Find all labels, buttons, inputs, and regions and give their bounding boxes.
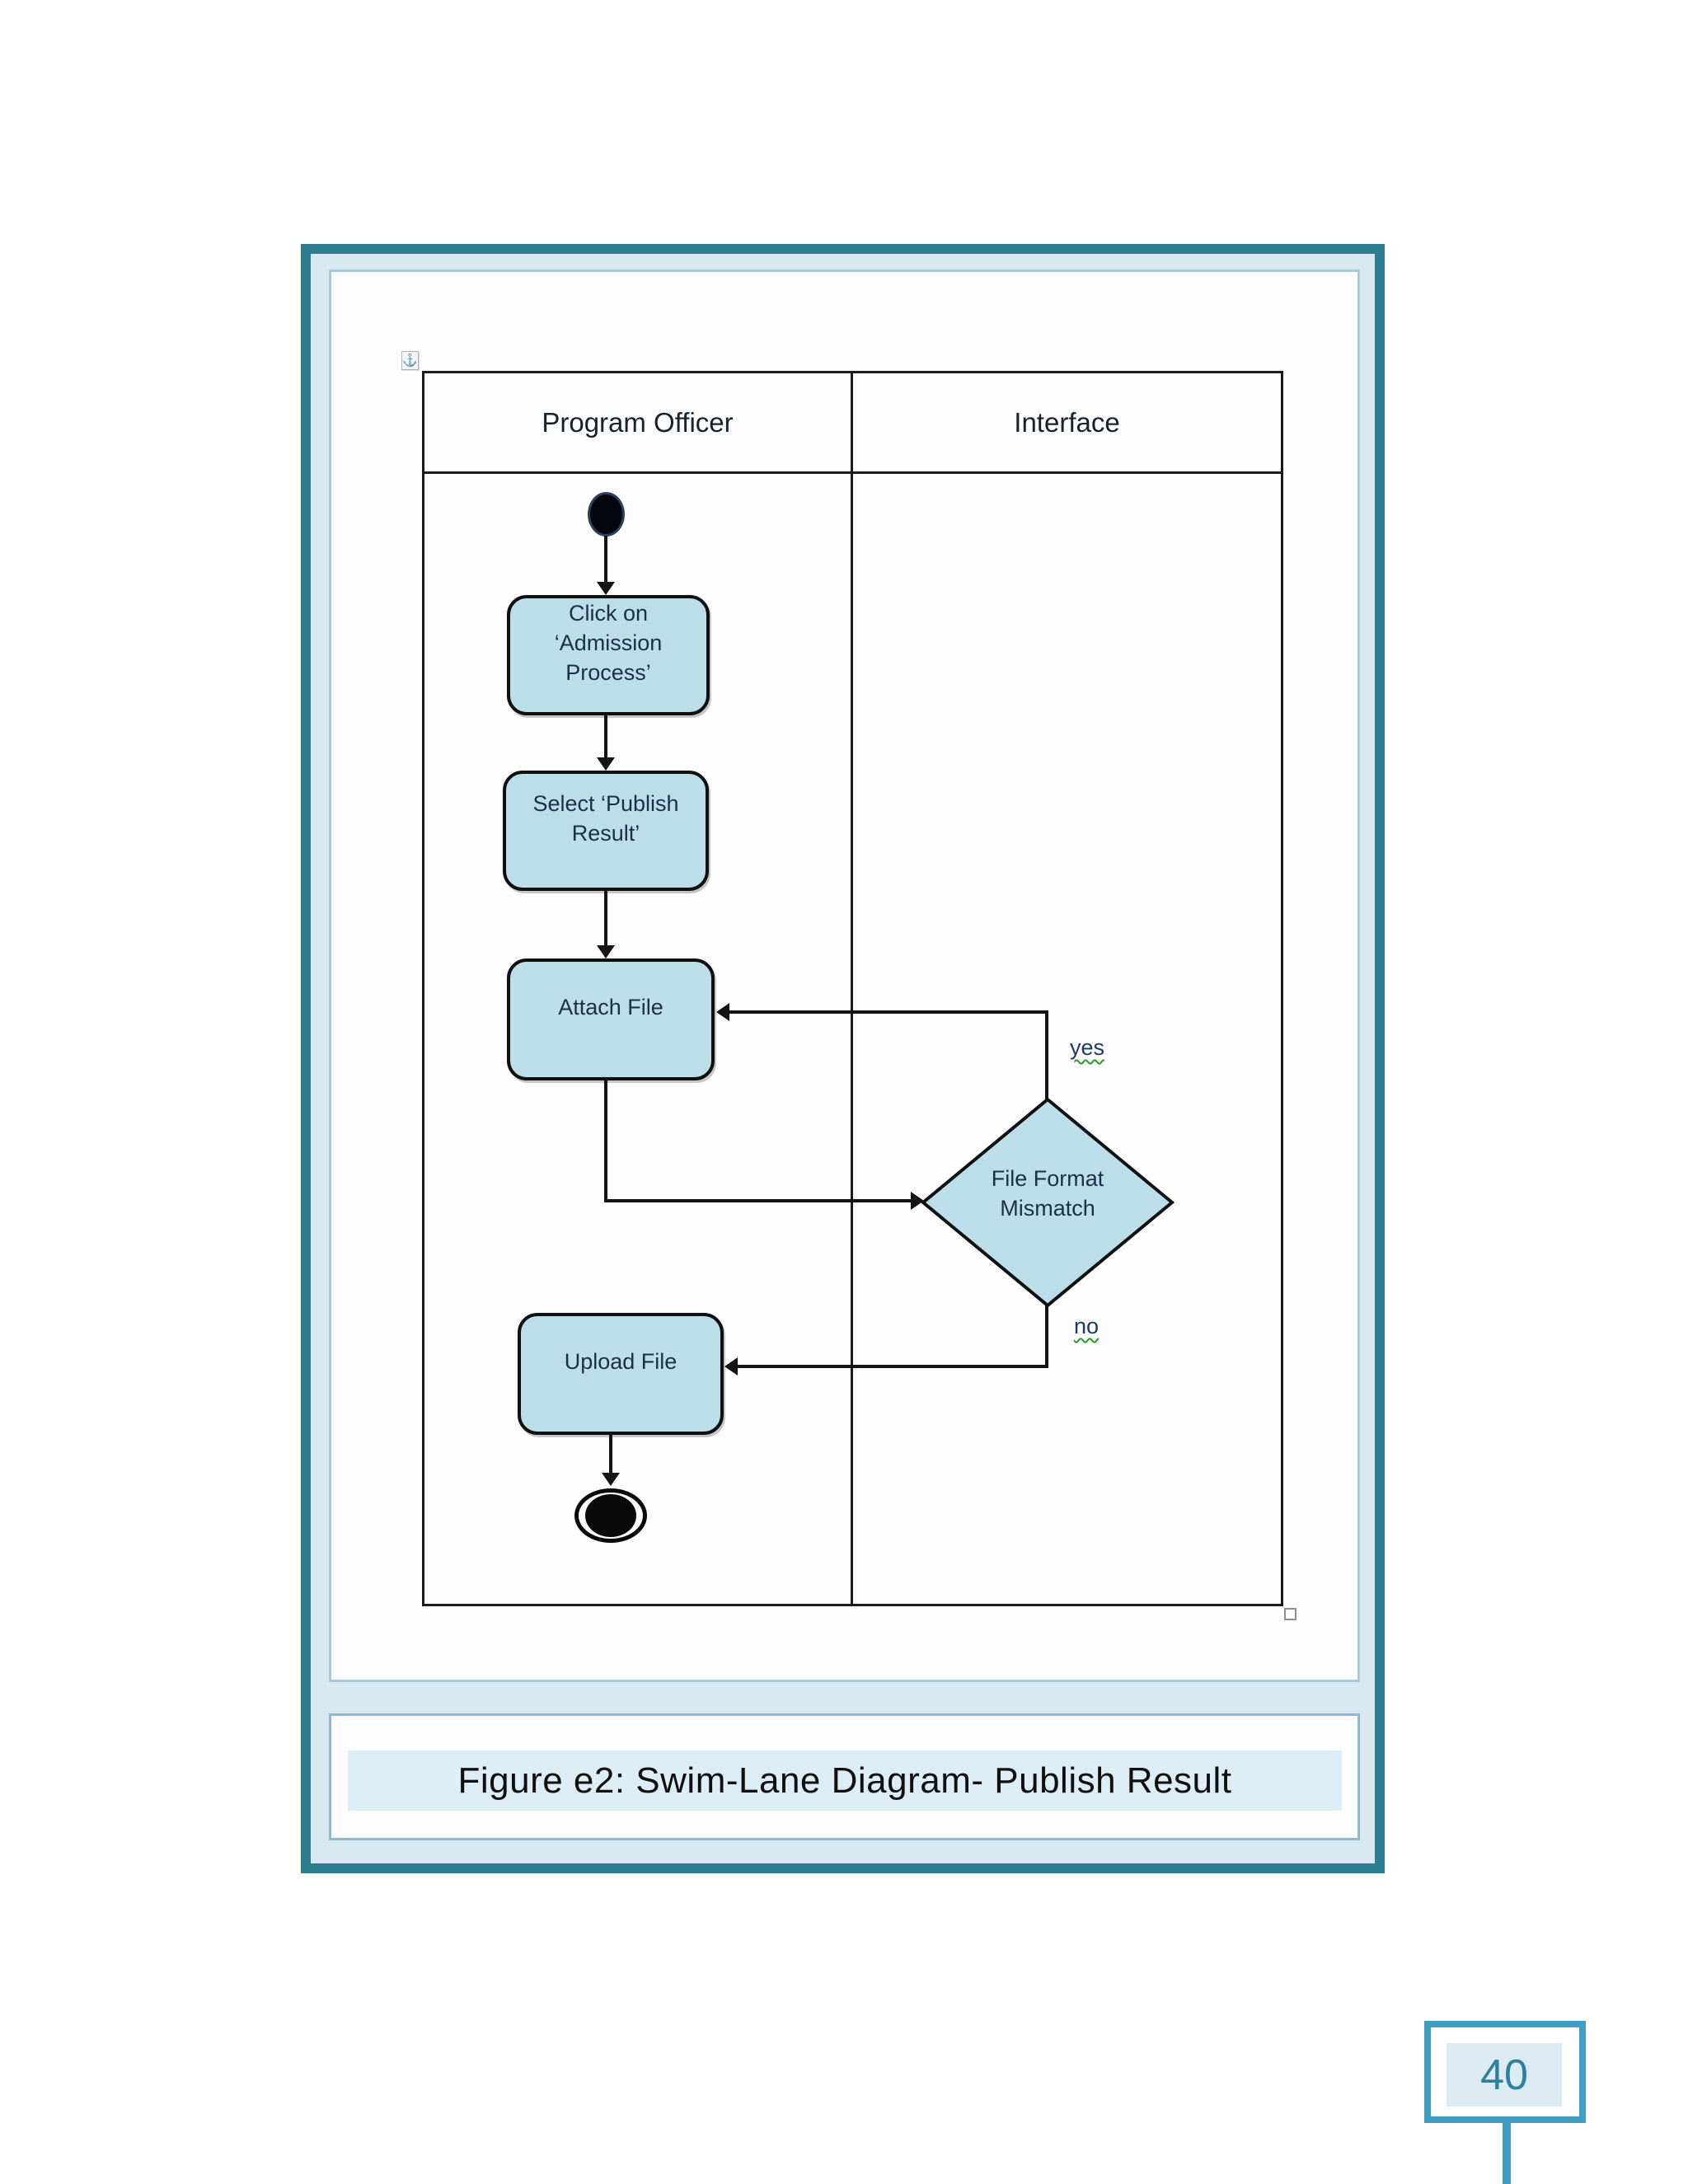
arrowhead-down-icon [597, 582, 615, 595]
page-number-badge: 40 [1447, 2043, 1562, 2107]
arrowhead-down-icon [597, 757, 615, 771]
activity-label: Attach File [558, 995, 663, 1019]
edge-yes-vertical [1045, 1013, 1048, 1101]
swimlane-table: Program Officer Interface [422, 371, 1283, 1606]
activity-upload-file: Upload File [518, 1313, 724, 1435]
arrowhead-right-icon [911, 1192, 924, 1210]
activity-click-admission-process: Click on ‘Admission Process’ [507, 595, 710, 715]
anchor-glyph: ⚓ [402, 354, 418, 368]
edge-label-yes: yes [1070, 1035, 1105, 1060]
lane-header-program-officer: Program Officer [424, 373, 851, 471]
edge-no-vertical [1045, 1304, 1048, 1368]
decision-file-format-mismatch: File Format Mismatch [991, 1166, 1104, 1221]
edge-no-horizontal [738, 1365, 1048, 1368]
arrowhead-down-icon [597, 945, 615, 958]
initial-node [588, 492, 625, 537]
edge-start-step1 [604, 536, 607, 583]
activity-select-publish-result: Select ‘Publish Result’ [503, 771, 709, 891]
lane-label: Program Officer [542, 406, 734, 438]
page-number-tail [1503, 2123, 1511, 2184]
edge-step4-end [609, 1435, 612, 1474]
arrowhead-down-icon [602, 1473, 620, 1486]
lane-header-interface: Interface [853, 373, 1281, 471]
diagram-panel [329, 269, 1360, 1682]
edge-yes-horizontal [729, 1010, 1048, 1014]
edge-step3-decision-vertical [604, 1080, 607, 1202]
activity-attach-file: Attach File [507, 958, 715, 1080]
edge-step1-step2 [604, 715, 607, 759]
activity-label: Select ‘Publish Result’ [532, 791, 679, 846]
lane-divider [851, 373, 853, 1604]
final-node-core [585, 1494, 636, 1537]
page-number: 40 [1480, 2050, 1528, 2099]
arrowhead-left-icon [724, 1357, 738, 1376]
arrowhead-left-icon [716, 1003, 729, 1021]
table-resize-handle[interactable] [1284, 1608, 1296, 1620]
lane-header-row [424, 373, 1281, 474]
activity-label: Click on ‘Admission Process’ [554, 601, 663, 685]
lane-label: Interface [1014, 406, 1120, 438]
activity-label: Upload File [564, 1349, 678, 1374]
edge-label-no: no [1074, 1314, 1100, 1338]
edge-step3-decision-horizontal [604, 1199, 912, 1202]
caption-bar: Figure e2: Swim-Lane Diagram- Publish Re… [348, 1750, 1342, 1811]
edge-step2-step3 [604, 891, 607, 947]
figure-caption: Figure e2: Swim-Lane Diagram- Publish Re… [457, 1760, 1232, 1801]
object-anchor-icon[interactable]: ⚓ [401, 351, 419, 370]
